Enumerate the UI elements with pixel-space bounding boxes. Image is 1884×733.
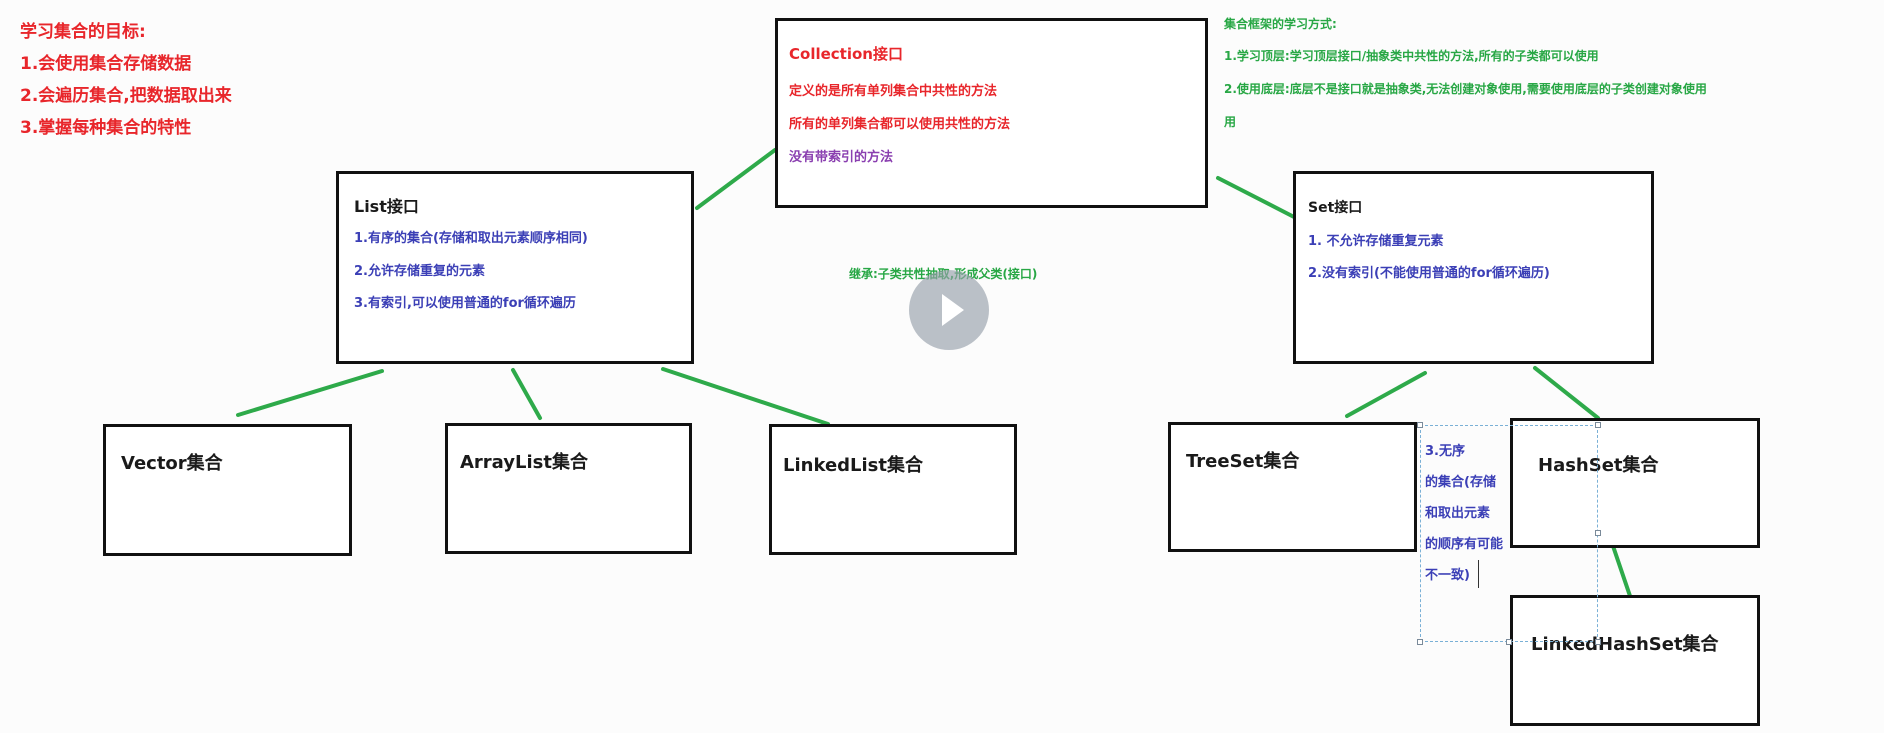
connector-set-treeset <box>1345 371 1427 418</box>
collection-line-1: 定义的是所有单列集合中共性的方法 <box>789 84 998 99</box>
unordered-note: 3.无序 的集合(存储 和取出元素 的顺序有可能 不一致) <box>1425 436 1503 591</box>
set-item-1: 1. 不允许存储重复元素 <box>1308 234 1444 249</box>
list-title: List接口 <box>354 197 419 216</box>
selection-handle[interactable] <box>1595 530 1601 536</box>
treeset-class-box: TreeSet集合 <box>1168 422 1417 552</box>
connector-set-hashset <box>1533 366 1600 420</box>
study-line-1: 1.学习顶层:学习顶层接口/抽象类中共性的方法,所有的子类都可以使用 <box>1224 49 1599 63</box>
collection-title: Collection接口 <box>789 45 903 63</box>
collection-line-2: 所有的单列集合都可以使用共性的方法 <box>789 117 1011 132</box>
unordered-note-line: 的顺序有可能 <box>1425 537 1504 552</box>
connector-list-linkedlist <box>661 367 830 426</box>
set-interface-box: Set接口 1. 不允许存储重复元素 2.没有索引(不能使用普通的for循环遍历… <box>1293 171 1654 364</box>
study-line-2a: 2.使用底层:底层不是接口就是抽象类,无法创建对象使用,需要使用底层的子类创建对… <box>1224 82 1707 96</box>
arraylist-class-box: ArrayList集合 <box>445 423 692 554</box>
linkedhashset-label: LinkedHashSet集合 <box>1531 634 1719 655</box>
goal-item-1: 1.会使用集合存储数据 <box>20 54 192 74</box>
selection-handle[interactable] <box>1595 639 1601 645</box>
linkedhashset-class-box: LinkedHashSet集合 <box>1510 595 1760 726</box>
selection-handle[interactable] <box>1417 639 1423 645</box>
connector-collection-set <box>1216 176 1298 220</box>
collection-interface-box: Collection接口 定义的是所有单列集合中共性的方法 所有的单列集合都可以… <box>775 18 1208 208</box>
linkedlist-label: LinkedList集合 <box>783 455 923 476</box>
hashset-label: HashSet集合 <box>1538 455 1659 476</box>
unordered-note-line: 和取出元素 <box>1425 506 1491 521</box>
goal-item-2: 2.会遍历集合,把数据取出来 <box>20 86 232 106</box>
connector-hashset-linkedhashset <box>1611 544 1632 598</box>
goals: 学习集合的目标: 1.会使用集合存储数据 2.会遍历集合,把数据取出来 3.掌握… <box>20 16 232 144</box>
selection-handle[interactable] <box>1506 639 1512 645</box>
linkedlist-class-box: LinkedList集合 <box>769 424 1017 555</box>
study-title: 集合框架的学习方式: <box>1224 17 1337 31</box>
list-item-3: 3.有索引,可以使用普通的for循环遍历 <box>354 296 576 311</box>
arraylist-label: ArrayList集合 <box>460 452 588 473</box>
play-icon[interactable] <box>909 270 989 350</box>
list-item-1: 1.有序的集合(存储和取出元素顺序相同) <box>354 231 588 246</box>
vector-class-box: Vector集合 <box>103 424 352 556</box>
hashset-class-box: HashSet集合 <box>1510 418 1760 548</box>
list-interface-box: List接口 1.有序的集合(存储和取出元素顺序相同) 2.允许存储重复的元素 … <box>336 171 694 364</box>
selection-handle[interactable] <box>1417 422 1423 428</box>
collection-line-3: 没有带索引的方法 <box>789 150 894 165</box>
treeset-label: TreeSet集合 <box>1186 451 1300 472</box>
vector-label: Vector集合 <box>121 453 223 474</box>
unordered-note-line: 不一致) <box>1425 568 1470 583</box>
unordered-note-line: 的集合(存储 <box>1425 475 1496 490</box>
selection-handle[interactable] <box>1595 422 1601 428</box>
connector-list-arraylist <box>511 368 542 420</box>
connector-list-vector <box>236 369 384 417</box>
study-line-2b: 用 <box>1224 115 1237 129</box>
set-title: Set接口 <box>1308 200 1363 216</box>
connector-collection-list <box>695 148 777 210</box>
list-item-2: 2.允许存储重复的元素 <box>354 264 485 279</box>
goal-item-3: 3.掌握每种集合的特性 <box>20 118 192 138</box>
set-item-2: 2.没有索引(不能使用普通的for循环遍历) <box>1308 266 1550 281</box>
text-cursor <box>1478 560 1479 588</box>
goals-title: 学习集合的目标: <box>20 22 146 42</box>
unordered-note-line: 3.无序 <box>1425 444 1465 459</box>
